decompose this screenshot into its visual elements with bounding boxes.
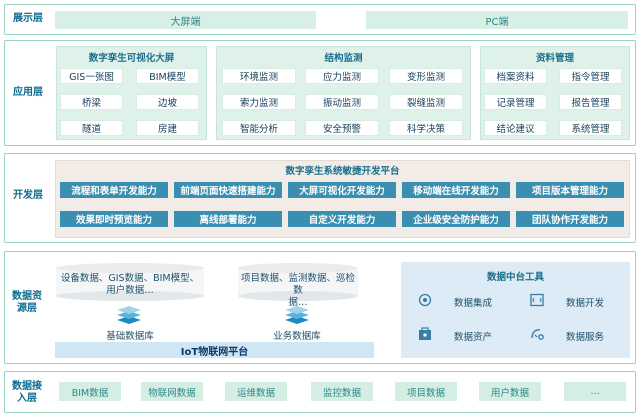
base-db-layers-icon [117, 306, 141, 324]
app-cell: 隧道 [60, 120, 123, 136]
ingest-cell: BIM数据 [59, 382, 121, 401]
app-cell: 索力监测 [222, 94, 296, 110]
app-cell: 房建 [136, 120, 199, 136]
iot-platform-bar: IoT物联网平台 [55, 342, 374, 358]
biz-db-label: 业务数据库 [273, 331, 321, 342]
data-asset-icon [419, 327, 431, 340]
twin-panel-title: 数字孪生可视化大屏 [88, 53, 175, 64]
data-ingest-layer-label: 数据接入层 [12, 381, 42, 404]
ingest-cell: 项目数据 [395, 382, 457, 401]
dev-cell: 大屏可视化开发能力 [288, 182, 396, 198]
data-service-label: 数据服务 [566, 332, 605, 343]
dev-cell: 自定义开发能力 [288, 211, 396, 227]
data-tools-panel [401, 262, 630, 358]
dev-cell: 企业级安全防护能力 [402, 211, 510, 227]
dev-cell: 流程和表单开发能力 [60, 182, 168, 198]
base-db-label: 基础数据库 [106, 331, 154, 342]
base-db-content: 设备数据、GIS数据、BIM模型、 用户数据… [60, 273, 200, 296]
app-cell: 边坡 [136, 94, 199, 110]
biz-db-content: 项目数据、监测数据、巡检数 据… [240, 273, 355, 308]
data-asset-label: 数据资产 [454, 332, 493, 343]
biz-db-cylinder-icon [238, 263, 358, 301]
display-big-screen: 大屏端 [55, 11, 316, 29]
data-integration-icon [418, 293, 432, 307]
dev-cell: 离线部署能力 [174, 211, 282, 227]
app-cell: 环境监测 [222, 68, 296, 84]
app-cell: 档案资料 [484, 68, 547, 84]
app-cell: 系统管理 [559, 120, 622, 136]
ingest-cell: 监控数据 [311, 382, 373, 401]
app-cell: 报告管理 [559, 94, 622, 110]
app-cell: 智能分析 [222, 120, 296, 136]
display-layer-label: 展示层 [13, 13, 43, 24]
app-cell: 振动监测 [305, 94, 379, 110]
display-pc: PC端 [366, 11, 628, 29]
ingest-cell: 物联网数据 [141, 382, 203, 401]
dev-cell: 前端页面快速搭建能力 [174, 182, 282, 198]
app-cell: 变形监测 [389, 68, 463, 84]
app-cell: 科学决策 [389, 120, 463, 136]
ingest-cell: 用户数据 [479, 382, 541, 401]
application-layer-label: 应用层 [13, 87, 43, 98]
app-cell: 裂缝监测 [389, 94, 463, 110]
data-service-icon [531, 329, 544, 340]
app-cell: 安全预警 [305, 120, 379, 136]
app-cell: 桥梁 [60, 94, 123, 110]
data-development-icon [530, 293, 544, 307]
data-development-label: 数据开发 [566, 298, 605, 309]
app-cell: 应力监测 [305, 68, 379, 84]
dev-cell: 团队协作开发能力 [516, 211, 624, 227]
development-layer-label: 开发层 [13, 190, 43, 201]
data-resource-layer-label: 数据资源层 [12, 291, 42, 314]
base-db-cylinder-icon [56, 263, 204, 301]
app-cell: 指令管理 [559, 68, 622, 84]
ingest-cell: ... [564, 382, 626, 401]
monitor-panel-title: 结构监测 [324, 53, 363, 64]
docs-panel-title: 资料管理 [535, 53, 574, 64]
dev-platform-title: 数字孪生系统敏捷开发平台 [285, 166, 400, 177]
biz-db-layers-icon [285, 306, 309, 324]
ingest-cell: 运维数据 [225, 382, 287, 401]
app-cell: 记录管理 [484, 94, 547, 110]
data-integration-label: 数据集成 [454, 298, 493, 309]
dev-cell: 移动端在线开发能力 [402, 182, 510, 198]
app-cell: GIS一张图 [60, 68, 123, 84]
dev-cell: 项目版本管理能力 [516, 182, 624, 198]
app-cell: 结论建议 [484, 120, 547, 136]
dev-cell: 效果即时预览能力 [60, 211, 168, 227]
data-tools-title: 数据中台工具 [486, 272, 544, 283]
app-cell: BIM模型 [136, 68, 199, 84]
